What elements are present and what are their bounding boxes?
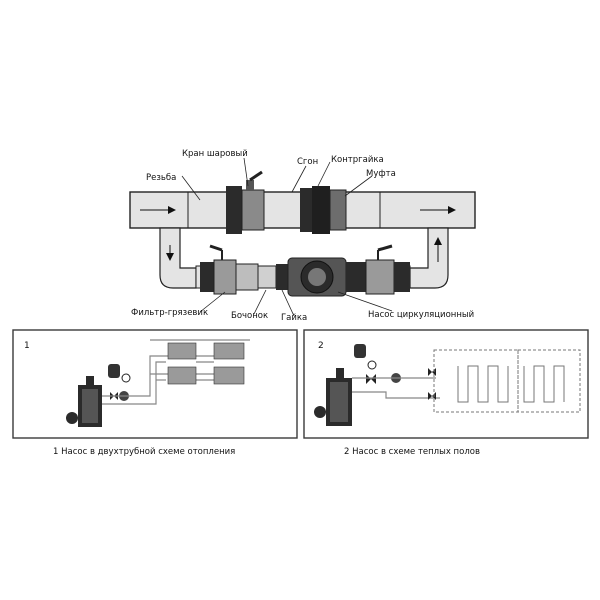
expansion-tank-icon: [108, 364, 131, 383]
expansion-tank-icon-2: [354, 344, 377, 370]
barrel-nipple: [257, 264, 288, 290]
label-thread: Резьба: [146, 173, 176, 183]
panel-two-pipe-heating: 1: [12, 329, 298, 439]
caption-panel-2: 2 Насос в схеме теплых полов: [344, 447, 480, 457]
label-nut: Гайка: [281, 313, 307, 323]
label-barrel-nipple: Бочонок: [231, 311, 268, 321]
label-coupling: Муфта: [366, 169, 396, 179]
strainer-valve: [200, 244, 259, 295]
right-ball-valve: [346, 244, 410, 295]
label-strainer: Фильтр-грязевик: [131, 308, 208, 318]
heating-piping: [102, 339, 250, 405]
panel-1-number: 1: [24, 341, 30, 351]
bypass-left: [159, 227, 197, 289]
mixing-valve-icon: [366, 374, 376, 384]
panel-floor-heating: 2: [303, 329, 589, 439]
circulation-pump: [287, 257, 347, 297]
floor-heating-loops: [433, 349, 581, 413]
label-union: Сгон: [297, 157, 318, 167]
boiler-icon: [66, 376, 102, 427]
label-circ-pump: Насос циркуляционный: [368, 310, 474, 320]
label-ball-valve: Кран шаровый: [182, 149, 248, 159]
panel-2-number: 2: [318, 341, 324, 351]
floor-piping: [352, 377, 440, 399]
top-ball-valve: [226, 170, 265, 234]
bypass-right: [409, 227, 449, 289]
callout-lines: [181, 157, 393, 317]
boiler-icon-2: [314, 368, 352, 426]
label-locknut: Контргайка: [331, 155, 384, 165]
caption-panel-1: 1 Насос в двухтрубной схеме отопления: [53, 447, 235, 457]
radiator-icons: [167, 342, 245, 385]
top-union: [300, 186, 347, 234]
